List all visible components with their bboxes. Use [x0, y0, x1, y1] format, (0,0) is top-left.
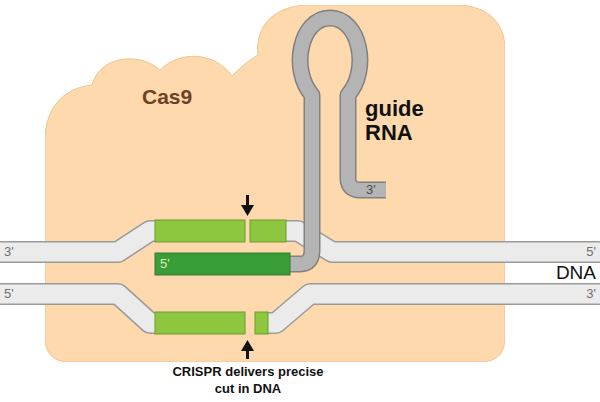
protein-blob: Cas9 [45, 5, 505, 362]
strand-end: 3' [576, 286, 596, 302]
dna-strand [265, 294, 600, 323]
protein-shape [45, 5, 505, 362]
strand-end: 5' [4, 286, 24, 302]
label-slot: 5' [160, 256, 180, 272]
dna-strand-outline [265, 294, 600, 323]
dna-strand-outline [0, 231, 158, 252]
protein-outline [45, 5, 505, 362]
target-sequence [250, 220, 286, 242]
label-slot: guide RNA [365, 97, 455, 145]
guide-rna-spacer [155, 253, 290, 275]
dna-strand-outline [282, 231, 600, 252]
cut-arrow [241, 340, 254, 351]
label-slot: 5' [576, 244, 596, 260]
cut-arrow-stem [246, 350, 249, 359]
cut-arrow-stem [246, 195, 249, 206]
label-slot: 3' [366, 182, 386, 198]
label-slot: 3' [576, 286, 596, 302]
cut-arrow [241, 205, 254, 216]
dna-strand-outline [0, 294, 158, 323]
dna-strand [0, 294, 158, 323]
label-slot: 3' [4, 244, 24, 260]
target-sequence [155, 220, 245, 242]
target-sequence [255, 312, 268, 334]
target-sequence [155, 312, 245, 334]
dna-strand [0, 231, 158, 252]
strand-end: 3' [366, 182, 386, 198]
molecule-name: guide RNA [365, 97, 455, 145]
caption-note: CRISPR delivers precise cut in DNA [172, 363, 324, 397]
dna-strand [282, 231, 600, 252]
label-slot: DNA [540, 262, 596, 284]
strand-end: 3' [4, 244, 24, 260]
strand-end: 5' [160, 256, 180, 272]
molecule-name: DNA [540, 262, 596, 284]
protein-name: Cas9 [142, 85, 192, 109]
label-slot: CRISPR delivers precise cut in DNA [172, 363, 324, 397]
label-slot: 5' [4, 286, 24, 302]
strand-end: 5' [576, 244, 596, 260]
